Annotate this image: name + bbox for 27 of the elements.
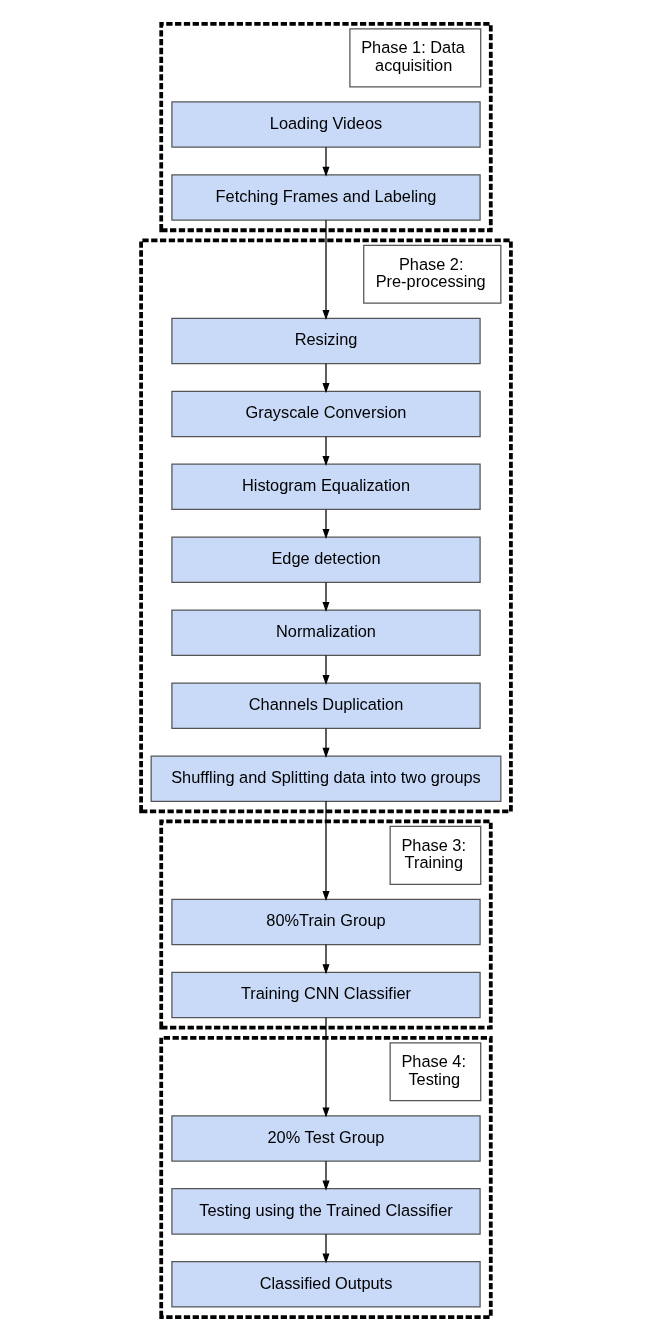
arrow — [321, 219, 330, 320]
arrow — [321, 363, 330, 394]
arrow — [321, 509, 330, 540]
node-box: 20% Test Group — [170, 1115, 481, 1162]
node-box: Shuffling and Splitting data into two groups — [150, 755, 501, 802]
arrow — [321, 581, 330, 613]
node-box: Histogram Equalization — [170, 463, 481, 511]
arrow — [321, 146, 330, 177]
arrow — [321, 727, 330, 758]
node-box: Channels Duplication — [170, 682, 481, 729]
node-box: Fetching Frames and Labeling — [170, 174, 481, 221]
arrow — [321, 1233, 330, 1264]
node-box: Resizing — [170, 317, 481, 365]
node-box: Classified Outputs — [170, 1261, 481, 1308]
arrow — [321, 944, 330, 975]
node-box: Loading Videos — [170, 101, 481, 148]
node-box: Testing using the Trained Classifier — [170, 1188, 481, 1235]
node-box: Grayscale Conversion — [170, 390, 481, 438]
arrow — [321, 654, 330, 685]
arrow — [321, 800, 330, 902]
arrow — [321, 436, 330, 467]
arrow — [321, 1017, 330, 1118]
arrow — [321, 1160, 330, 1191]
node-box: Training CNN Classifier — [170, 971, 481, 1019]
node-box: Normalization — [170, 609, 481, 657]
node-box: 80%Train Group — [170, 898, 481, 946]
node-box: Edge detection — [170, 536, 481, 584]
